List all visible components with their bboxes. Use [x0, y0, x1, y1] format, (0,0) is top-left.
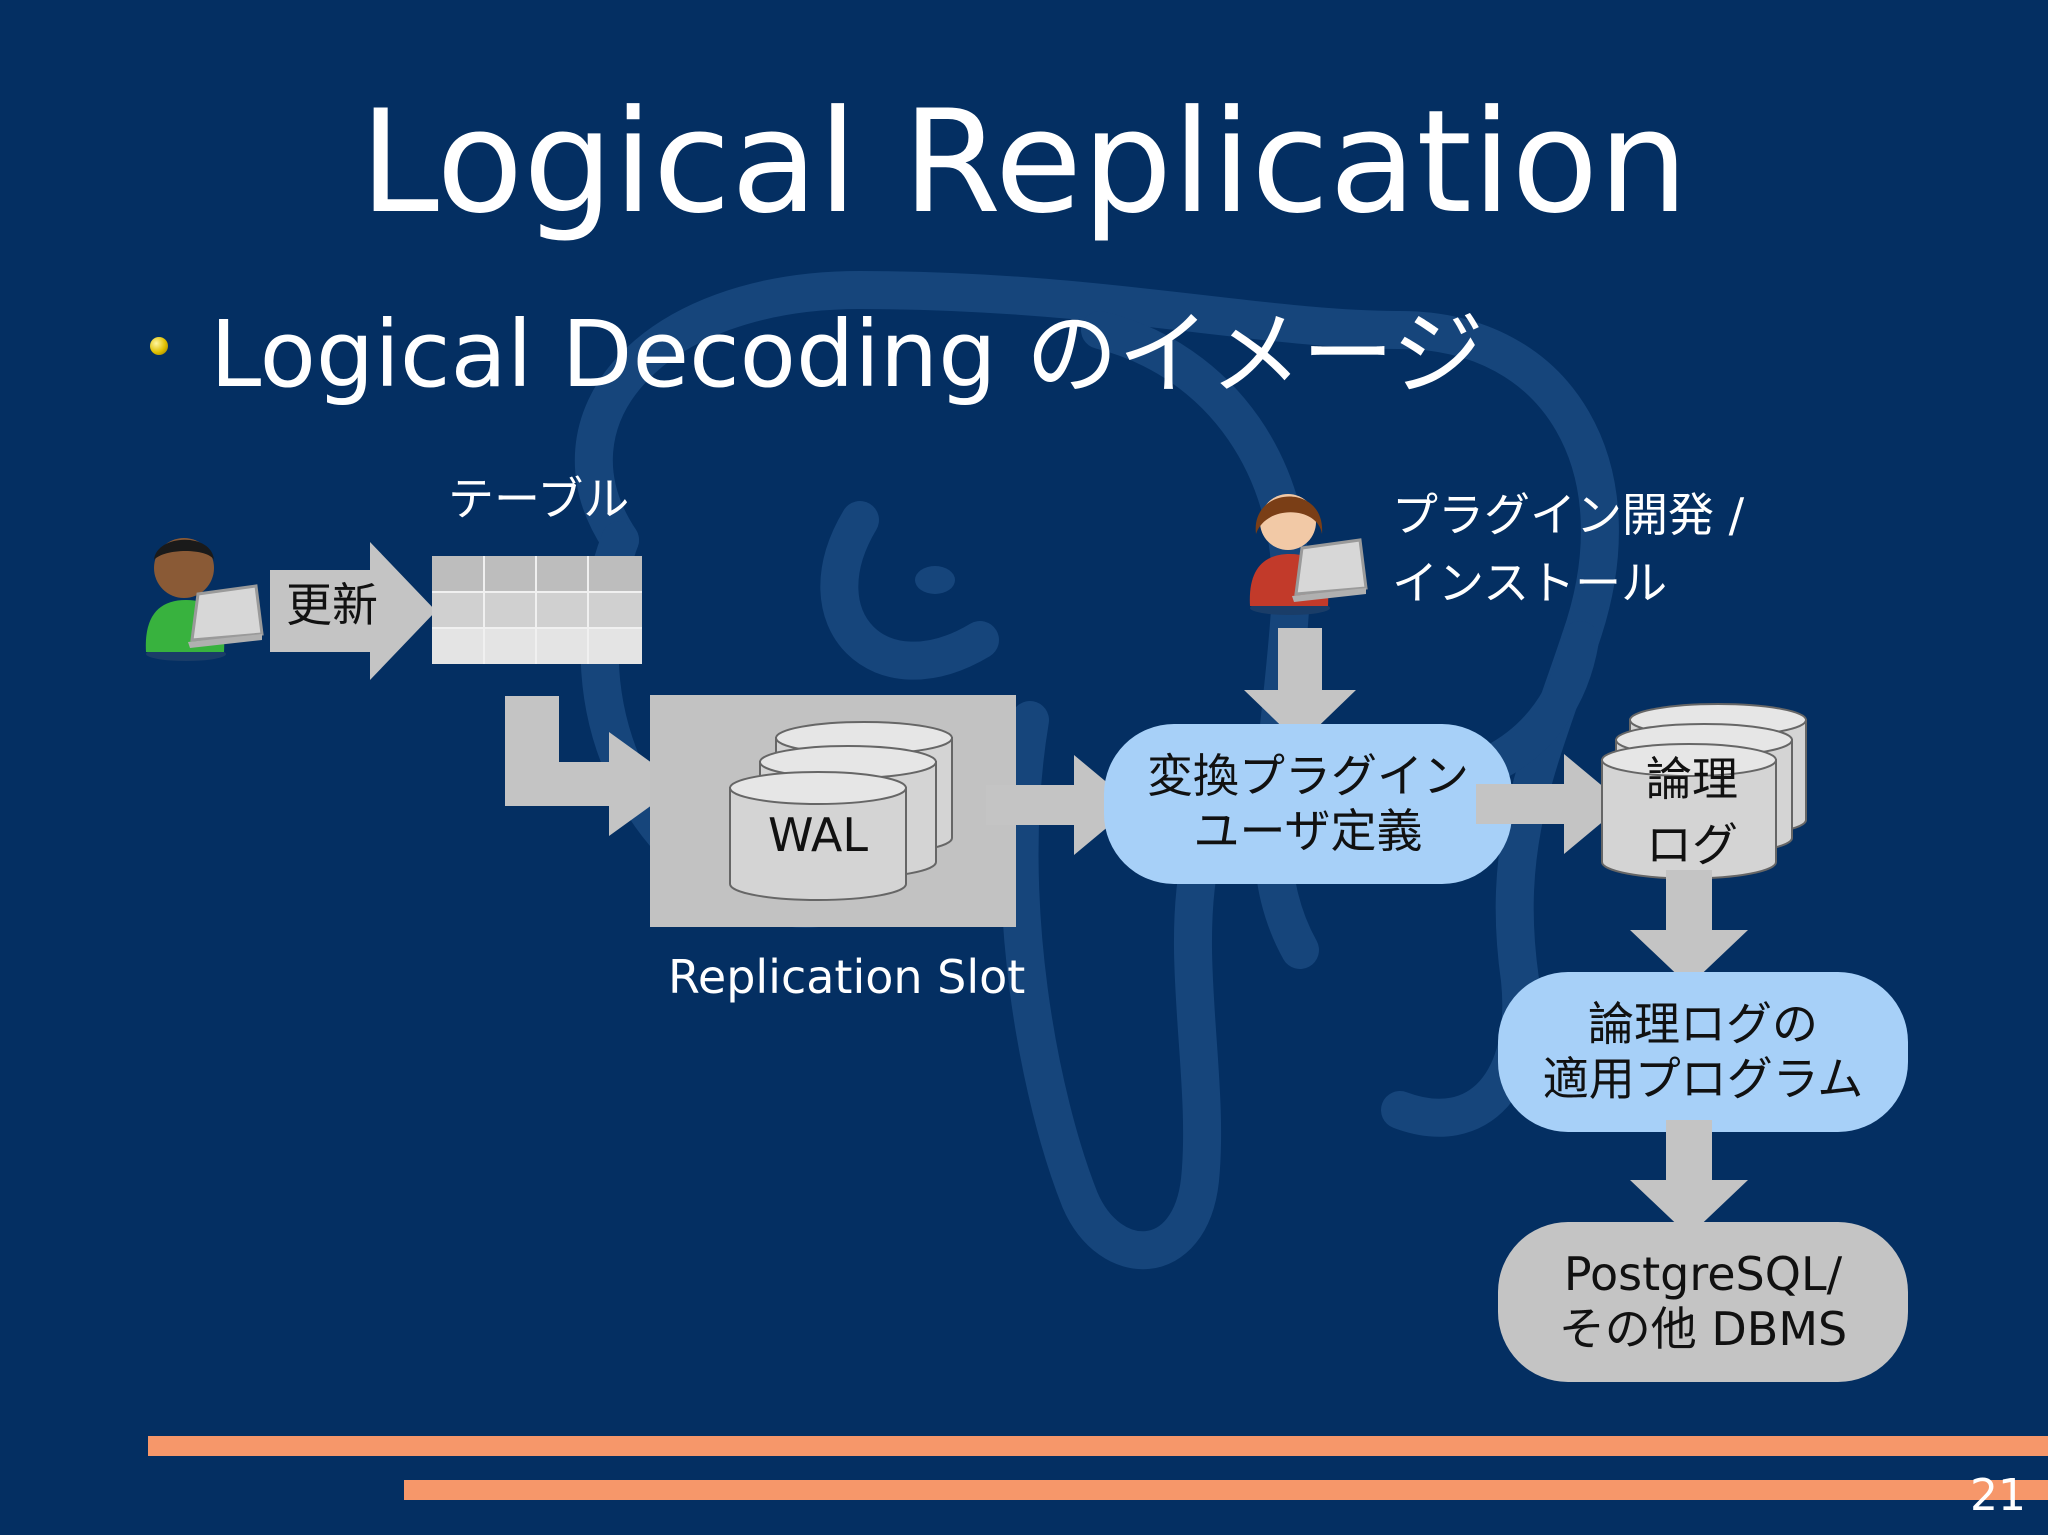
bullet-text: Logical Decoding のイメージ — [210, 300, 1485, 408]
footer-bar-bottom — [404, 1480, 2048, 1500]
user-red-laptop-icon — [1249, 494, 1368, 615]
apply-program-node: 論理ログの 適用プログラム — [1498, 972, 1908, 1132]
footer-bar-top — [148, 1436, 2048, 1456]
target-db-line-2: その他 DBMS — [1558, 1302, 1848, 1356]
wal-label: WAL — [767, 808, 869, 862]
user-green-laptop-icon — [145, 538, 264, 661]
arrow-slot-to-plugin — [986, 755, 1134, 855]
convert-plugin-line-2: ユーザ定義 — [1193, 804, 1423, 858]
apply-program-line-2: 適用プログラム — [1542, 1052, 1864, 1106]
update-label: 更新 — [286, 578, 378, 632]
plugin-note-line-1: プラグイン開発 / — [1392, 488, 1745, 542]
page-number: 21 — [1970, 1470, 2026, 1521]
logical-log-line-2: ログ — [1646, 818, 1738, 872]
bullet-dot-icon — [150, 337, 168, 355]
convert-plugin-line-1: 変換プラグイン — [1147, 748, 1469, 803]
bullet-row: Logical Decoding のイメージ — [150, 286, 1484, 408]
update-arrow — [270, 542, 436, 680]
replication-slot-label: Replication Slot — [668, 950, 1026, 1004]
logical-log-line-1: 論理 — [1646, 752, 1738, 806]
logical-log-database-icon — [1601, 703, 1807, 880]
target-db-node: PostgreSQL/ その他 DBMS — [1498, 1222, 1908, 1382]
slide-title: Logical Replication — [359, 80, 1689, 245]
convert-plugin-node: 変換プラグイン ユーザ定義 — [1104, 724, 1512, 884]
arrow-dev-to-plugin — [1244, 628, 1356, 744]
wal-database-icon — [729, 721, 953, 901]
apply-program-line-1: 論理ログの — [1588, 996, 1818, 1051]
arrow-log-to-apply — [1630, 870, 1748, 986]
target-db-line-1: PostgreSQL/ — [1563, 1246, 1843, 1301]
plugin-note-line-2: インストール — [1392, 556, 1668, 610]
arrow-plugin-to-log — [1476, 754, 1624, 854]
bent-arrow — [505, 696, 681, 836]
arrow-apply-to-db — [1630, 1120, 1748, 1236]
table-grid — [432, 556, 642, 664]
table-label: テーブル — [448, 472, 630, 526]
